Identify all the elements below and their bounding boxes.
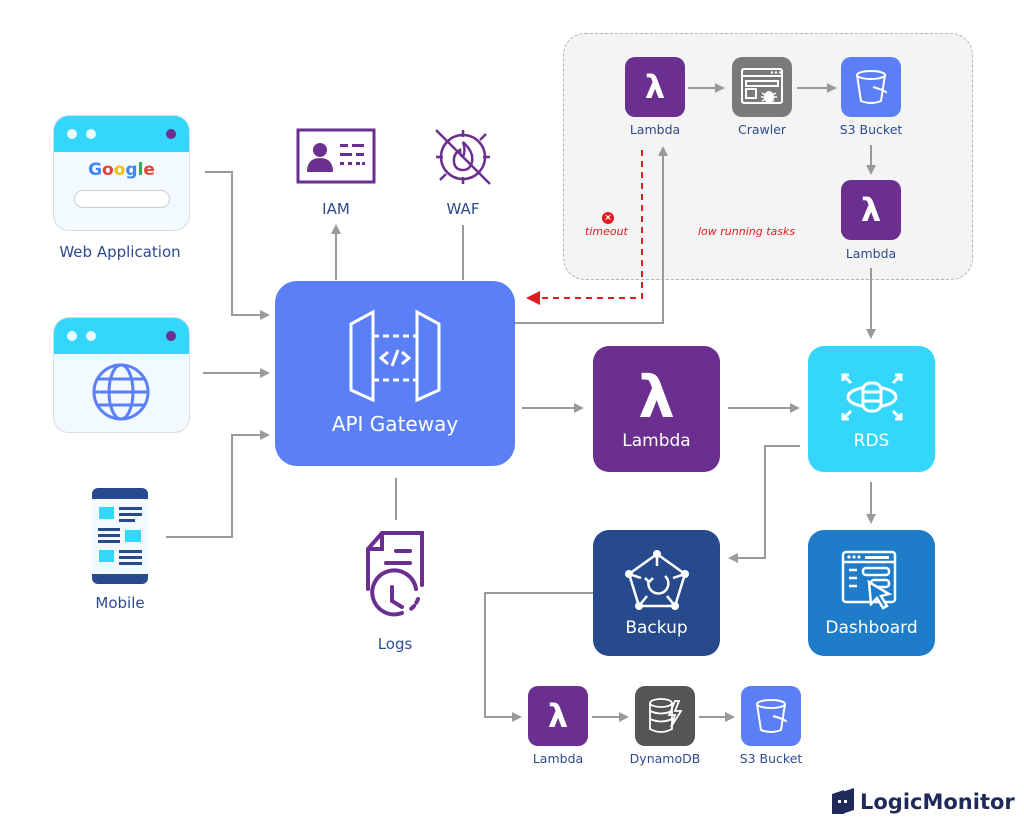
api-gateway-label: API Gateway [331, 411, 459, 436]
web-application-icon: Google [53, 115, 190, 231]
dynamodb-node[interactable] [635, 686, 695, 746]
long-running-tasks-note: low running tasks [698, 225, 796, 238]
connector-gateway-async-lambda [515, 146, 668, 324]
rds-label: RDS [853, 431, 890, 451]
dashboard-icon [841, 550, 896, 610]
lambda-icon: λ [638, 363, 675, 431]
timeout-error-icon: × [602, 212, 614, 224]
mobile-label: Mobile [95, 594, 145, 612]
dynamodb-label: DynamoDB [629, 751, 701, 766]
crawler-node[interactable] [732, 57, 792, 117]
dynamodb-icon [649, 698, 683, 733]
waf-firewall-icon [435, 129, 491, 185]
crawler-label: Crawler [737, 122, 787, 137]
browser-globe-icon [53, 317, 190, 433]
logicmonitor-mark-icon [832, 788, 854, 814]
async-lambda-end-label: Lambda [845, 246, 897, 261]
iam-id-card-icon [296, 128, 376, 184]
waf-label: WAF [446, 200, 480, 218]
backup-icon [624, 550, 689, 610]
lambda-icon: λ [547, 697, 569, 735]
async-s3-bucket-node[interactable] [841, 57, 901, 117]
backup-node[interactable]: Backup [593, 530, 720, 656]
logs-label: Logs [377, 635, 413, 653]
search-bar [73, 190, 170, 208]
s3-bucket-icon [856, 70, 888, 104]
async-lambda-start-node[interactable]: λ [625, 57, 685, 117]
iam-label: IAM [322, 200, 350, 218]
connector-rds-backup [728, 445, 800, 563]
connector-timeout [526, 150, 643, 305]
api-gateway-icon [349, 308, 441, 402]
async-s3-bucket-label: S3 Bucket [839, 122, 903, 137]
pipeline-s3-bucket-node[interactable] [741, 686, 801, 746]
google-logo: Google [88, 160, 155, 180]
globe-icon [92, 363, 150, 421]
backup-label: Backup [625, 618, 688, 638]
async-lambda-end-node[interactable]: λ [841, 180, 901, 240]
rds-database-icon [841, 373, 902, 421]
mobile-icon [92, 488, 148, 584]
connector-mobile-gateway [166, 430, 270, 538]
lambda-icon: λ [860, 191, 882, 229]
connector-backup-lambda [484, 592, 593, 722]
pipeline-s3-bucket-label: S3 Bucket [739, 751, 803, 766]
lambda-icon: λ [644, 68, 666, 106]
pipeline-lambda-node[interactable]: λ [528, 686, 588, 746]
main-lambda-node[interactable]: λ Lambda [593, 346, 720, 472]
s3-bucket-icon [756, 699, 788, 733]
pipeline-lambda-label: Lambda [532, 751, 584, 766]
brand-name: LogicMonitor [860, 790, 1015, 814]
dashboard-label: Dashboard [825, 618, 918, 638]
logs-icon [366, 531, 424, 617]
logicmonitor-logo: LogicMonitor [830, 788, 1015, 816]
web-application-label: Web Application [59, 243, 181, 261]
dashboard-node[interactable]: Dashboard [808, 530, 935, 656]
timeout-note: timeout [585, 225, 628, 238]
connector-webapp-gateway [205, 171, 270, 320]
crawler-spider-icon [741, 68, 783, 104]
api-gateway-node[interactable]: API Gateway [275, 281, 515, 466]
async-lambda-start-label: Lambda [629, 122, 681, 137]
main-lambda-label: Lambda [622, 431, 691, 451]
rds-node[interactable]: RDS [808, 346, 935, 472]
